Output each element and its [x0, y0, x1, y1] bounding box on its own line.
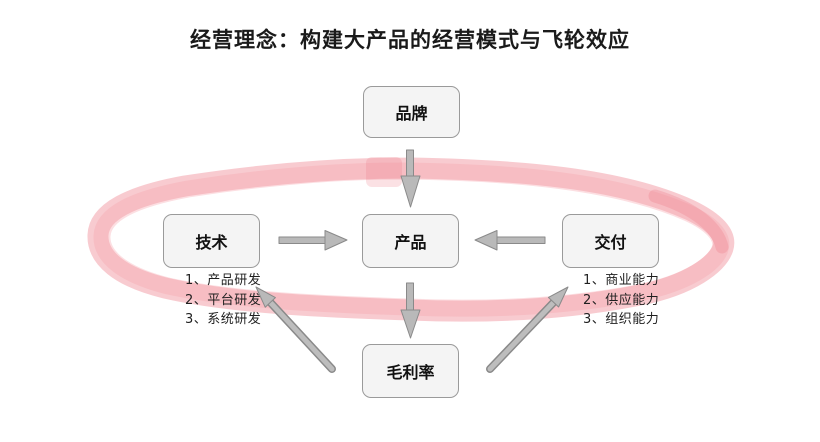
arrow-technology-to-product: [278, 230, 348, 251]
node-technology: 技术: [163, 214, 260, 268]
node-gross-margin: 毛利率: [362, 344, 459, 398]
arrow-brand-to-product: [400, 149, 421, 208]
list-item: 1、产品研发: [185, 273, 262, 288]
list-item: 3、组织能力: [583, 312, 660, 327]
diagram-title: 经营理念：构建大产品的经营模式与飞轮效应: [190, 28, 630, 52]
node-brand-label: 品牌: [395, 104, 428, 123]
node-delivery-label: 交付: [594, 233, 627, 252]
arrow-margin-to-technology: [255, 286, 336, 373]
node-technology-label: 技术: [195, 233, 228, 252]
flywheel-stroke-start-patch: [366, 157, 402, 187]
delivery-capabilities-list: 1、商业能力 2、供应能力 3、组织能力: [583, 271, 659, 330]
node-product-label: 产品: [394, 233, 427, 252]
node-gross-margin-label: 毛利率: [386, 363, 435, 382]
list-item: 3、系统研发: [185, 312, 262, 327]
list-item: 1、商业能力: [583, 273, 660, 288]
node-brand: 品牌: [363, 86, 460, 138]
arrow-product-to-margin: [400, 282, 421, 339]
node-product: 产品: [362, 214, 459, 268]
flywheel-ring-overlap: [648, 189, 729, 254]
list-item: 2、供应能力: [583, 292, 660, 308]
arrow-margin-to-delivery: [486, 286, 569, 373]
technology-capabilities-list: 1、产品研发 2、平台研发 3、系统研发: [185, 271, 261, 330]
list-item: 2、平台研发: [185, 292, 262, 308]
arrow-delivery-to-product: [474, 230, 546, 251]
node-delivery: 交付: [562, 214, 659, 268]
